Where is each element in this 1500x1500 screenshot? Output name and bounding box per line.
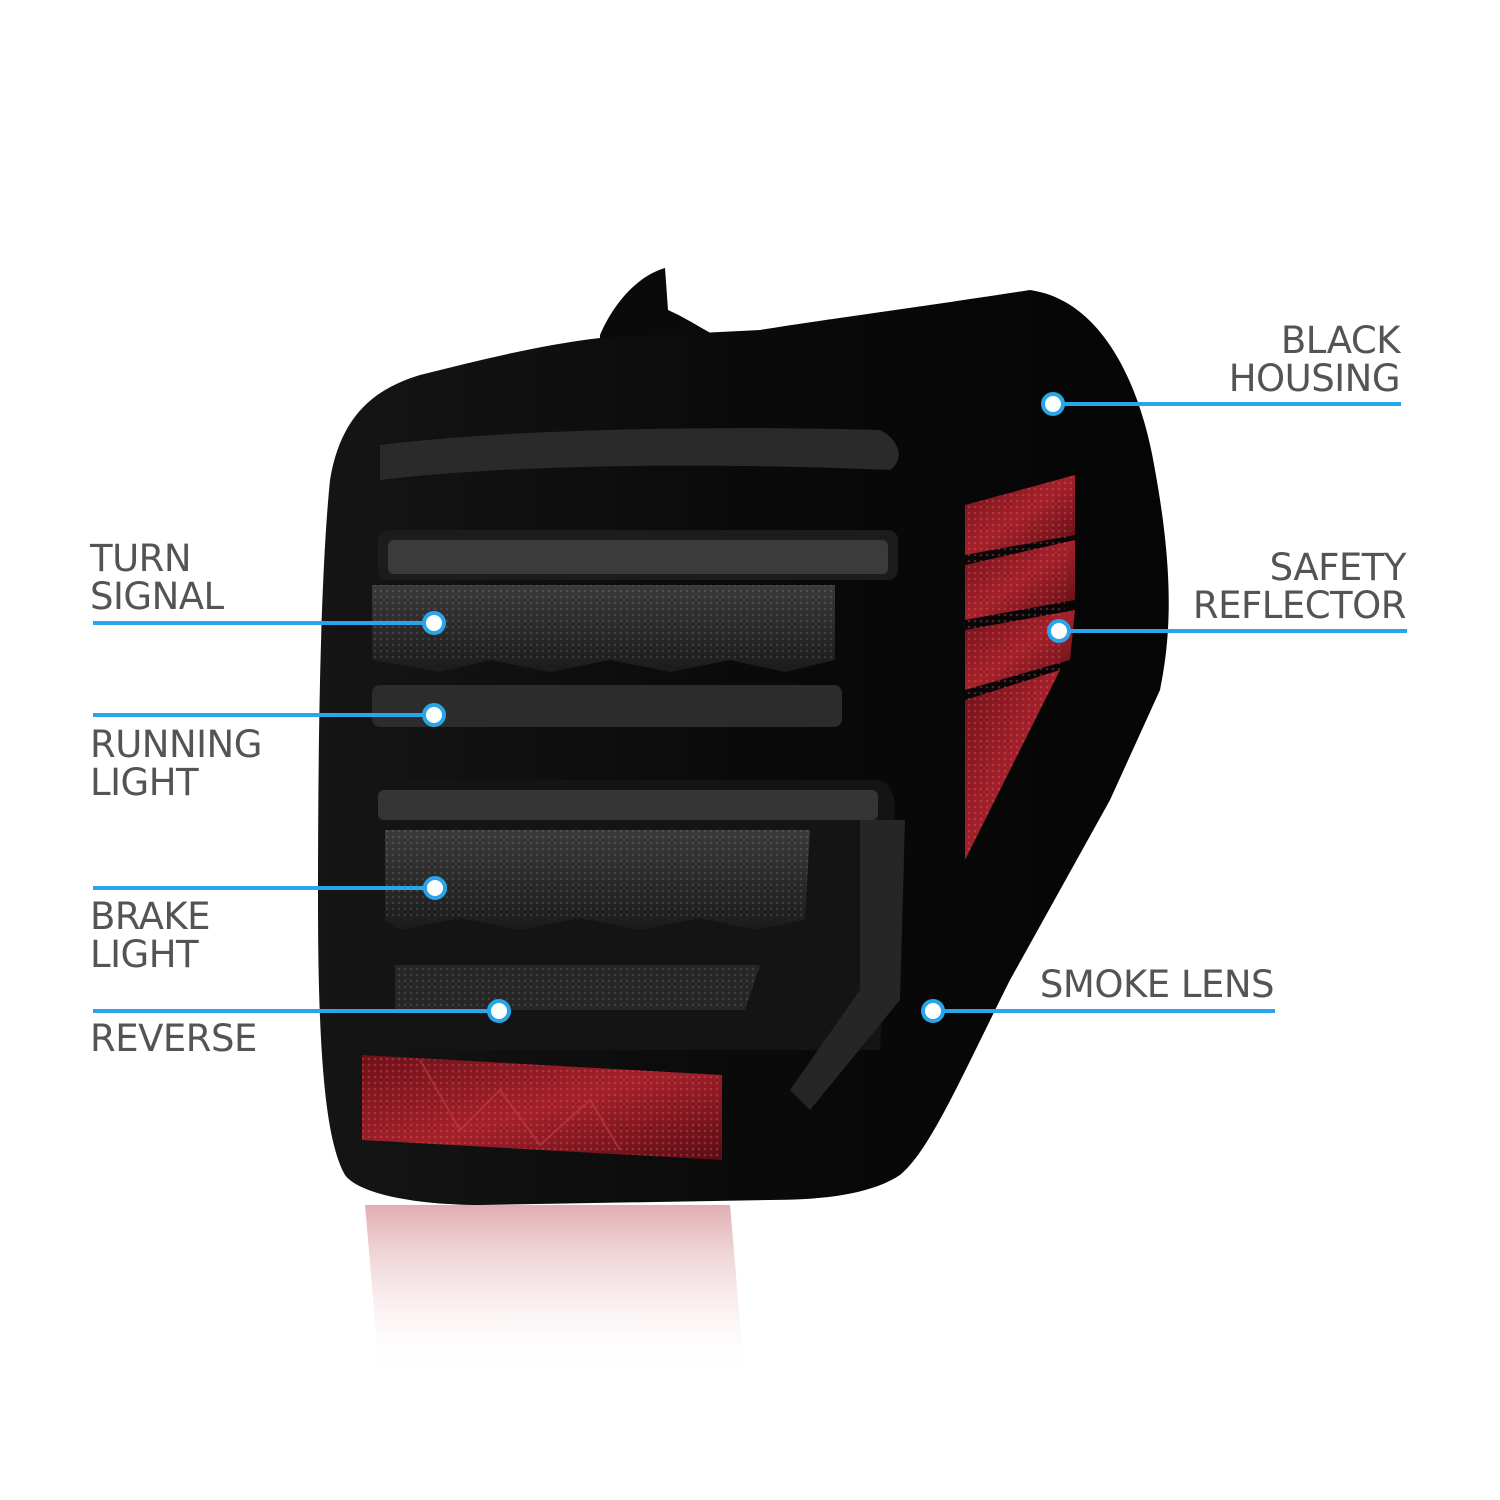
label-line: RUNNING [90, 723, 262, 766]
label-line: REVERSE [90, 1017, 257, 1060]
label-line: SAFETY [1269, 546, 1407, 589]
leader-line-reverse [93, 1009, 498, 1013]
leader-line-brake-light [93, 886, 433, 890]
label-black-housing: BLACK HOUSING [1228, 319, 1401, 400]
leader-line-running-light [93, 713, 433, 717]
label-safety-reflector: SAFETY REFLECTOR [1192, 546, 1407, 627]
marker-dot-safety-reflector[interactable] [1047, 619, 1071, 643]
marker-dot-brake-light[interactable] [423, 876, 447, 900]
label-line: LIGHT [90, 761, 199, 804]
label-line: SIGNAL [90, 575, 224, 618]
label-turn-signal: TURN SIGNAL [90, 540, 224, 616]
leader-line-safety-reflector [1059, 629, 1407, 633]
label-reverse: REVERSE [90, 1020, 257, 1058]
label-line: BRAKE [90, 895, 211, 938]
label-line: SMOKE LENS [1039, 963, 1275, 1006]
label-line: LIGHT [90, 933, 199, 976]
marker-dot-black-housing[interactable] [1041, 392, 1065, 416]
label-running-light: RUNNING LIGHT [90, 726, 262, 802]
label-line: REFLECTOR [1192, 584, 1407, 627]
leader-line-black-housing [1053, 402, 1401, 406]
label-line: HOUSING [1228, 357, 1401, 400]
label-line: BLACK [1280, 319, 1401, 362]
label-brake-light: BRAKE LIGHT [90, 895, 211, 976]
leader-line-smoke-lens [932, 1009, 1275, 1013]
marker-dot-running-light[interactable] [422, 703, 446, 727]
leader-line-turn-signal [93, 621, 433, 625]
label-line: TURN [90, 537, 192, 580]
marker-dot-smoke-lens[interactable] [921, 999, 945, 1023]
label-smoke-lens: SMOKE LENS [1039, 963, 1275, 1006]
marker-dot-turn-signal[interactable] [422, 611, 446, 635]
marker-dot-reverse[interactable] [487, 999, 511, 1023]
